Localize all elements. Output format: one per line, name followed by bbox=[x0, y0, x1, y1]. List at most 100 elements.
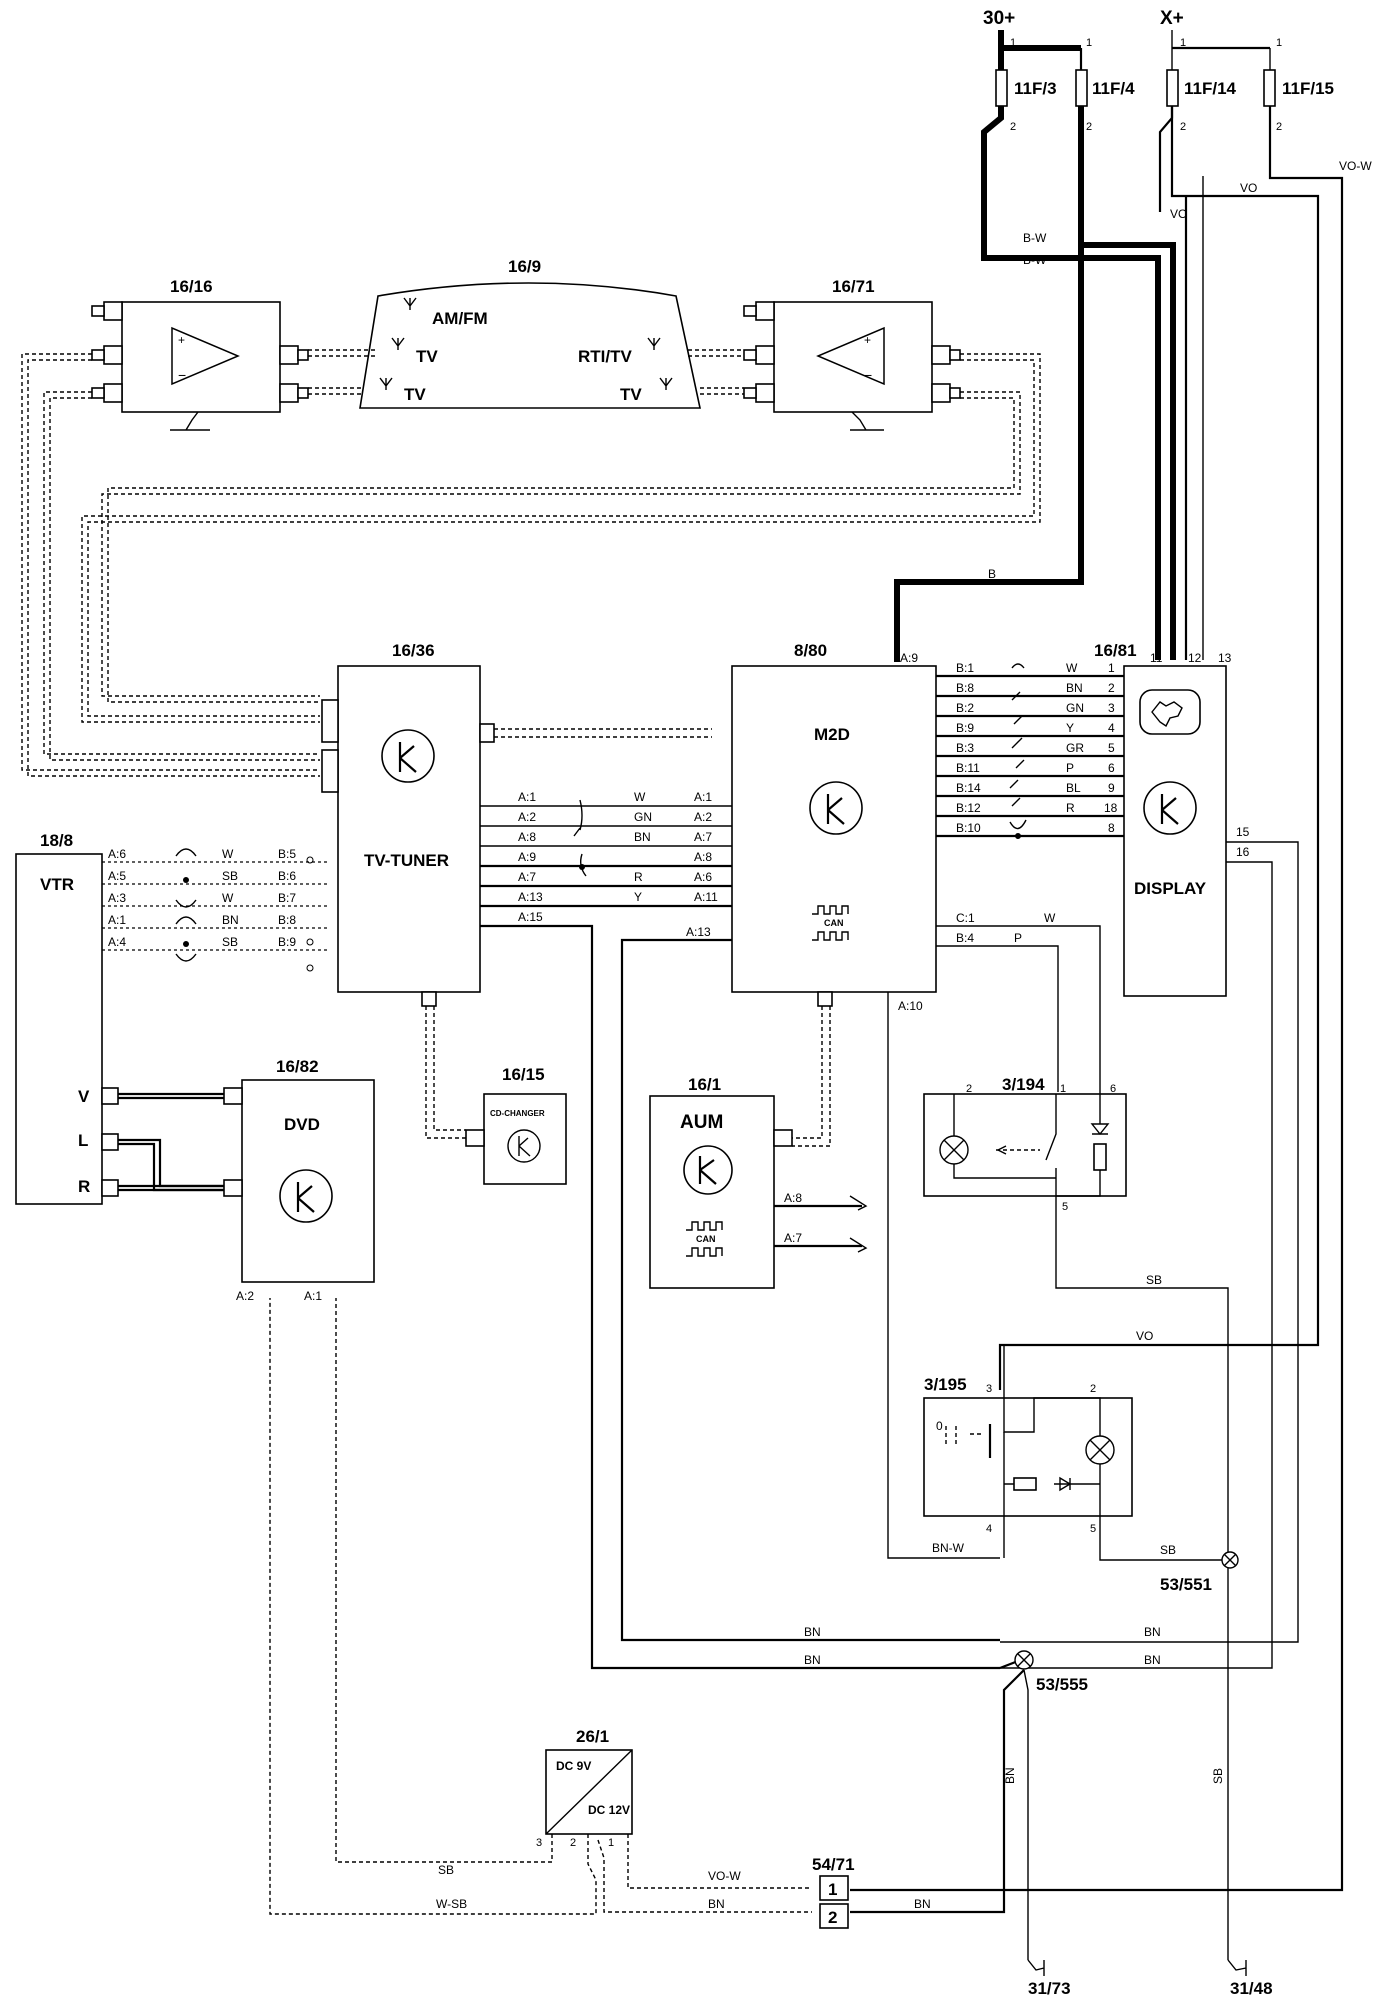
svg-text:B:4: B:4 bbox=[956, 931, 974, 945]
svg-text:Y: Y bbox=[634, 890, 642, 904]
svg-text:2: 2 bbox=[1180, 121, 1186, 133]
power-wires: B-W B-W B VO VO VO-W bbox=[850, 106, 1372, 1892]
m2d-switch-wires: C:1 B:4 W P bbox=[887, 911, 1101, 1559]
svg-text:A:6: A:6 bbox=[108, 847, 126, 861]
svg-text:SB: SB bbox=[222, 935, 238, 949]
svg-text:4: 4 bbox=[1108, 721, 1115, 735]
svg-text:CAN: CAN bbox=[824, 918, 844, 928]
svg-text:18/8: 18/8 bbox=[40, 831, 73, 850]
svg-text:TV: TV bbox=[416, 347, 438, 366]
svg-text:SB: SB bbox=[1211, 1768, 1225, 1784]
svg-text:B:6: B:6 bbox=[278, 869, 296, 883]
fuse-11f15-label: 11F/15 bbox=[1282, 79, 1334, 98]
svg-text:TV-TUNER: TV-TUNER bbox=[364, 851, 449, 870]
svg-text:8: 8 bbox=[1108, 821, 1115, 835]
display-16-81: 16/81 DISPLAY 11 12 13 15 16 bbox=[1000, 641, 1299, 1669]
svg-text:R: R bbox=[78, 1177, 90, 1196]
svg-text:W: W bbox=[1066, 661, 1078, 675]
svg-text:Y: Y bbox=[1066, 721, 1074, 735]
svg-text:CAN: CAN bbox=[696, 1234, 716, 1244]
svg-text:SB: SB bbox=[1146, 1273, 1162, 1287]
svg-text:A:2: A:2 bbox=[518, 810, 536, 824]
svg-text:DISPLAY: DISPLAY bbox=[1134, 879, 1207, 898]
svg-text:1: 1 bbox=[1010, 37, 1016, 49]
fuse-11f4 bbox=[1075, 69, 1088, 107]
svg-text:1: 1 bbox=[608, 1837, 614, 1849]
vo-w-top: VO-W bbox=[1339, 159, 1372, 173]
svg-text:CD-CHANGER: CD-CHANGER bbox=[490, 1109, 545, 1118]
svg-text:B:2: B:2 bbox=[956, 701, 974, 715]
svg-text:BN: BN bbox=[1003, 1767, 1017, 1784]
svg-text:C:1: C:1 bbox=[956, 911, 975, 925]
svg-text:16/36: 16/36 bbox=[392, 641, 435, 660]
svg-text:26/1: 26/1 bbox=[576, 1727, 609, 1746]
fuse-11f14 bbox=[1166, 69, 1179, 107]
svg-text:16/15: 16/15 bbox=[502, 1065, 545, 1084]
svg-text:A:13: A:13 bbox=[518, 890, 543, 904]
svg-text:SB: SB bbox=[438, 1863, 454, 1877]
svg-text:31/73: 31/73 bbox=[1028, 1979, 1071, 1998]
svg-text:1: 1 bbox=[1276, 37, 1282, 49]
svg-text:W: W bbox=[1044, 911, 1056, 925]
svg-text:B:12: B:12 bbox=[956, 801, 981, 815]
svg-text:BN: BN bbox=[1144, 1653, 1161, 1667]
svg-text:+: + bbox=[864, 333, 871, 347]
svg-text:DC 9V: DC 9V bbox=[556, 1759, 591, 1773]
svg-text:+: + bbox=[178, 333, 185, 347]
svg-text:M2D: M2D bbox=[814, 725, 850, 744]
svg-text:W: W bbox=[222, 847, 234, 861]
fuse-11f14-label: 11F/14 bbox=[1184, 79, 1237, 98]
svg-text:GN: GN bbox=[1066, 701, 1084, 715]
svg-text:B:9: B:9 bbox=[956, 721, 974, 735]
svg-text:2: 2 bbox=[570, 1837, 576, 1849]
connector-54-71: 54/71 1 2 BN bbox=[812, 1855, 931, 1929]
svg-text:VO: VO bbox=[1170, 207, 1187, 221]
svg-text:6: 6 bbox=[1108, 761, 1115, 775]
svg-text:BN: BN bbox=[1066, 681, 1083, 695]
svg-text:BN: BN bbox=[222, 913, 239, 927]
svg-text:B:5: B:5 bbox=[278, 847, 296, 861]
svg-text:A:7: A:7 bbox=[784, 1231, 802, 1245]
svg-text:16/9: 16/9 bbox=[508, 257, 541, 276]
sb-ground-wire bbox=[1055, 1196, 1229, 1960]
svg-text:A:1: A:1 bbox=[108, 913, 126, 927]
svg-text:A:11: A:11 bbox=[694, 890, 718, 904]
svg-text:3: 3 bbox=[986, 1383, 992, 1395]
svg-text:2: 2 bbox=[1108, 681, 1115, 695]
coax-cables bbox=[21, 349, 1041, 777]
svg-text:W: W bbox=[634, 790, 646, 804]
svg-text:1: 1 bbox=[1108, 661, 1115, 675]
svg-text:A:13: A:13 bbox=[686, 925, 711, 939]
svg-text:A:8: A:8 bbox=[694, 850, 712, 864]
svg-text:BN: BN bbox=[708, 1897, 725, 1911]
svg-text:B:14: B:14 bbox=[956, 781, 981, 795]
svg-text:A:7: A:7 bbox=[518, 870, 536, 884]
svg-text:P: P bbox=[1014, 931, 1022, 945]
svg-text:5: 5 bbox=[1062, 1201, 1068, 1213]
svg-text:L: L bbox=[78, 1131, 88, 1150]
svg-text:4: 4 bbox=[986, 1523, 992, 1535]
earth-31-48: 31/48 bbox=[1227, 1959, 1273, 1998]
svg-text:16/71: 16/71 bbox=[832, 277, 875, 296]
svg-text:W: W bbox=[222, 891, 234, 905]
svg-text:A:7: A:7 bbox=[694, 830, 712, 844]
svg-text:53/555: 53/555 bbox=[1036, 1675, 1088, 1694]
svg-text:1: 1 bbox=[1180, 37, 1186, 49]
svg-text:VO: VO bbox=[1240, 181, 1257, 195]
ground-53-551: 53/551 bbox=[1160, 1551, 1239, 1594]
svg-text:B:3: B:3 bbox=[956, 741, 974, 755]
svg-text:−: − bbox=[178, 367, 186, 383]
supply-30-label: 30+ bbox=[983, 8, 1015, 29]
fuse-11f15 bbox=[1263, 69, 1276, 107]
svg-text:53/551: 53/551 bbox=[1160, 1575, 1212, 1594]
svg-text:18: 18 bbox=[1104, 801, 1118, 815]
svg-text:2: 2 bbox=[1090, 1383, 1096, 1395]
m2d-display-wires: B:1 B:8 B:2 B:9 B:3 B:11 B:14 B:12 B:10 … bbox=[936, 661, 1124, 839]
svg-text:2: 2 bbox=[828, 1908, 837, 1927]
svg-text:2: 2 bbox=[966, 1083, 972, 1095]
antenna-16-9: 16/9 AM/FM TV TV RTI/TV TV bbox=[359, 257, 701, 409]
svg-text:A:9: A:9 bbox=[518, 850, 536, 864]
converter-26-1: 26/1 DC 9V DC 12V 3 2 1 SB W-SB VO-W BN bbox=[269, 1298, 812, 1915]
vtr-tuner-wires: A:6 A:5 A:3 A:1 A:4 W SB W BN SB B:5 B:6… bbox=[102, 847, 330, 962]
